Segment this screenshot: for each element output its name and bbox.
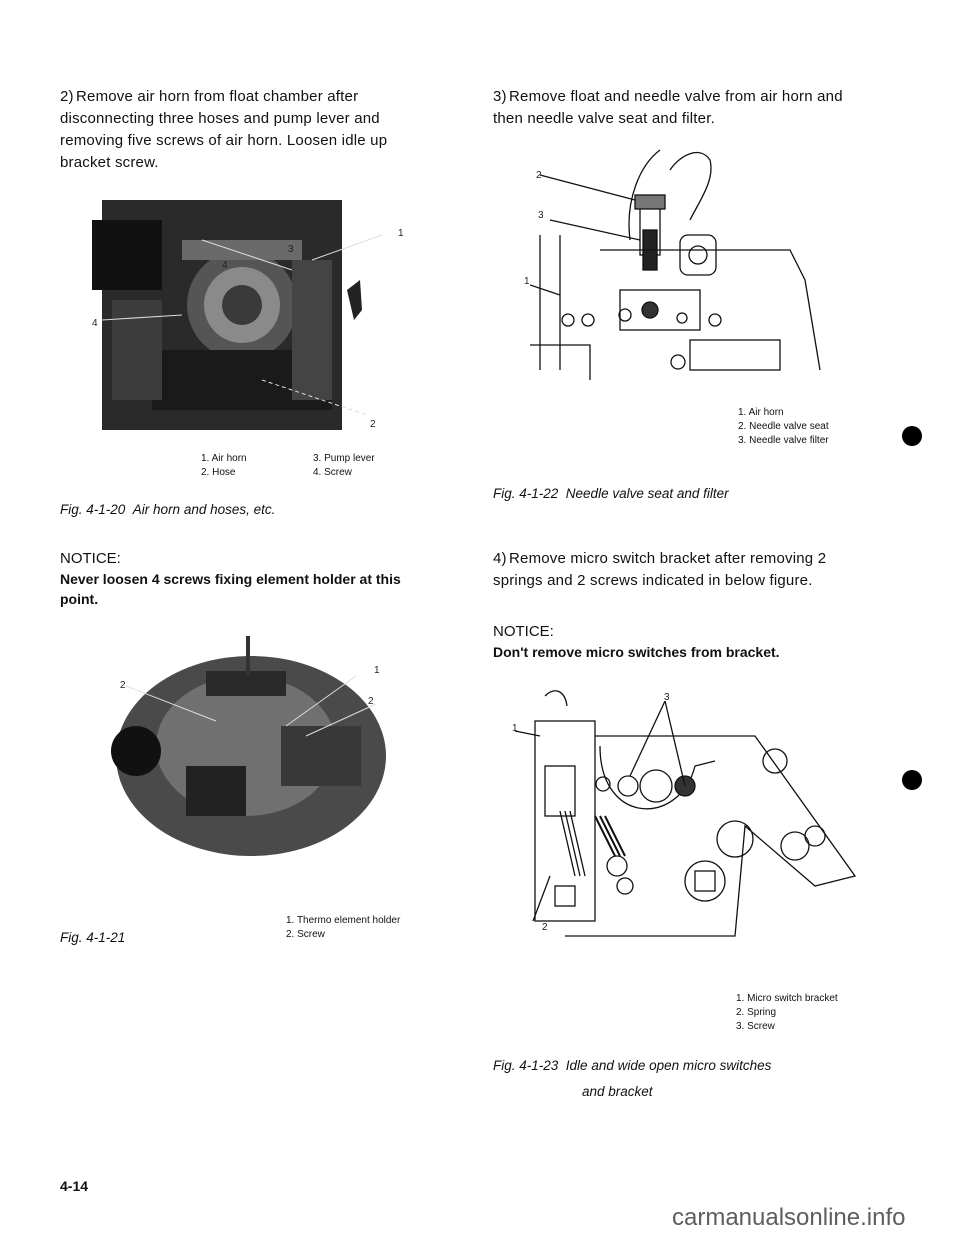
fig-4-1-21-photo [106,636,406,868]
legend-item: 2. Screw [286,929,325,940]
fig22-callout: 1 [524,276,530,287]
fig-4-1-22-caption: Fig. 4-1-22 Needle valve seat and filter [493,486,729,501]
legend-item: 2. Needle valve seat [738,421,829,432]
legend-item: 1. Air horn [201,453,247,464]
fig-4-1-20-caption: Fig. 4-1-20 Air horn and hoses, etc. [60,502,276,517]
fig-4-1-23-caption: Fig. 4-1-23 Idle and wide open micro swi… [493,1058,772,1073]
fig20-legend: 1. Air horn 3. Pump lever 2. Hose 4. Scr… [201,452,441,480]
fig20-callout: 4 [92,318,98,329]
legend-item: 1. Micro switch bracket [736,993,838,1004]
fig21-legend: 1. Thermo element holder 2. Screw [286,914,400,942]
margin-bullet [902,426,922,446]
fig-4-1-23-drawing [505,676,865,951]
fig-4-1-23-caption-line2: and bracket [582,1084,653,1099]
fig21-callout: 2 [368,696,374,707]
fig22-legend: 1. Air horn 2. Needle valve seat 3. Need… [738,406,829,448]
legend-item: 2. Hose [201,467,236,478]
step-2-text: Remove air horn from float chamber after… [60,88,388,171]
fig22-callout: 2 [536,170,542,181]
fig23-callout: 3 [664,692,670,703]
fig21-callout: 1 [374,665,380,676]
watermark: carmanualsonline.info [672,1204,906,1231]
fig20-callout: 3 [288,244,294,255]
fig23-legend: 1. Micro switch bracket 2. Spring 3. Scr… [736,992,838,1034]
step-3: 3)Remove float and needle valve from air… [493,88,843,127]
legend-item: 1. Air horn [738,407,784,418]
step-4-text: Remove micro switch bracket after removi… [493,550,827,589]
notice-body: Don't remove micro switches from bracket… [493,644,780,660]
fig20-callout: 4 [222,260,228,271]
step-2: 2)Remove air horn from float chamber aft… [60,88,388,171]
fig22-callout: 3 [538,210,544,221]
legend-item: 3. Needle valve filter [738,435,829,446]
legend-item: 4. Screw [313,467,352,478]
fig-4-1-20-photo [92,200,392,442]
fig20-callout: 2 [370,419,376,430]
notice-body: Never loosen 4 screws fixing element hol… [60,571,401,607]
fig20-callout: 1 [398,228,404,239]
fig-4-1-22-drawing [529,140,850,390]
notice-heading: NOTICE: [60,550,121,567]
legend-item: 3. Pump lever [313,453,375,464]
legend-item: 1. Thermo element holder [286,915,401,926]
step-4: 4)Remove micro switch bracket after remo… [493,550,827,589]
fig23-callout: 2 [542,922,548,933]
step-3-text: Remove float and needle valve from air h… [493,88,843,127]
fig23-callout: 1 [512,723,518,734]
margin-bullet [902,770,922,790]
page-number: 4-14 [60,1178,89,1194]
fig-4-1-21-caption: Fig. 4-1-21 [60,930,126,945]
fig21-callout: 2 [120,680,126,691]
notice-heading: NOTICE: [493,623,554,640]
legend-item: 3. Screw [736,1021,775,1032]
legend-item: 2. Spring [736,1007,777,1018]
